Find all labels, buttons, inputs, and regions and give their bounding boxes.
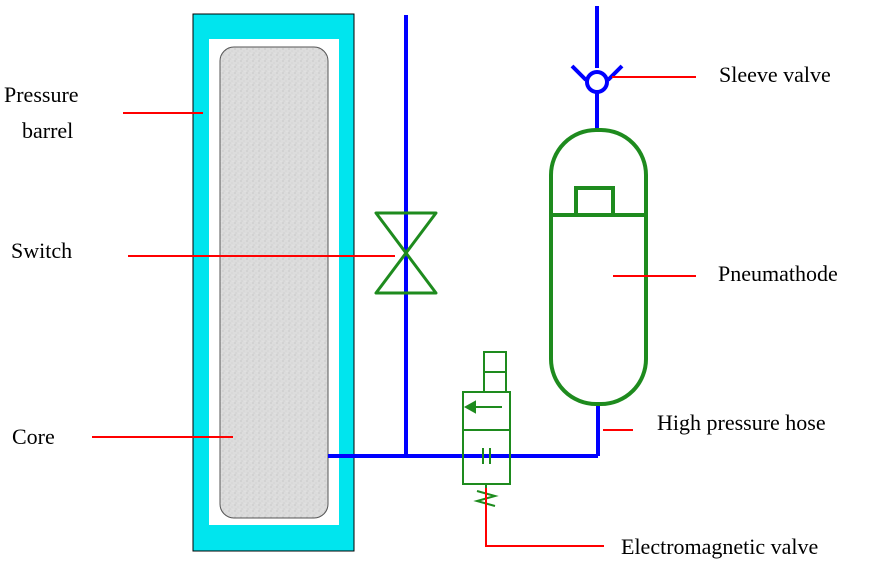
label-core: Core (12, 424, 55, 449)
sleeve-valve (570, 64, 624, 94)
label-switch: Switch (11, 238, 72, 263)
label-pneumathode: Pneumathode (718, 261, 838, 286)
label-sleeve-valve: Sleeve valve (719, 62, 831, 87)
pneumathode (549, 128, 648, 406)
electromagnetic-valve (462, 351, 511, 510)
label-pressure-barrel-line1: Pressure (4, 82, 79, 107)
label-pressure-barrel-line2: barrel (22, 118, 73, 143)
switch-valve (374, 211, 438, 295)
label-high-pressure-hose: High pressure hose (657, 410, 826, 435)
core (219, 46, 329, 519)
leader-lines (92, 76, 696, 547)
label-electromagnetic-valve: Electromagnetic valve (621, 534, 818, 559)
pipe-network (328, 6, 600, 458)
